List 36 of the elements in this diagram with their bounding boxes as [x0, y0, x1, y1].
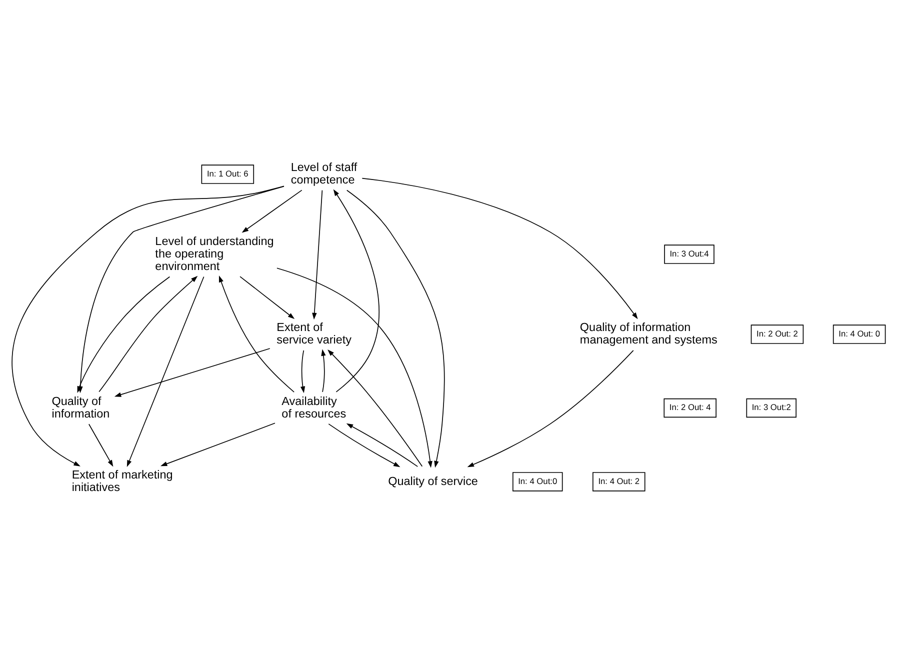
node-box: In: 3 Out:4 — [664, 244, 714, 264]
arrow — [98, 276, 198, 392]
arrow — [242, 190, 302, 233]
arrow — [346, 423, 418, 467]
arrow — [321, 349, 326, 392]
node-text: Level of staff competence — [290, 161, 358, 187]
node-box: In: 2 Out: 2 — [750, 324, 804, 344]
arrow — [328, 424, 400, 468]
node-text: Quality of information — [52, 394, 110, 420]
arrow — [12, 186, 284, 466]
node-text: Extent of service variety — [276, 321, 352, 347]
node-text: Level of understanding the operating environment — [155, 234, 274, 273]
node-box: In: 4 Out: 2 — [592, 472, 646, 492]
arrow — [328, 349, 423, 467]
arrow — [88, 424, 114, 467]
arrow — [312, 190, 323, 320]
arrow — [333, 189, 380, 392]
node-text: Extent of marketing initiatives — [72, 468, 173, 494]
arrow — [160, 422, 276, 466]
arrow — [362, 178, 638, 320]
arrow — [346, 190, 445, 468]
node-box: In: 3 Out:2 — [746, 398, 796, 418]
node-box: In: 4 Out:0 — [512, 472, 563, 492]
arrow — [467, 350, 634, 468]
arrow — [218, 276, 294, 392]
node-text: Quality of information management and systems — [580, 321, 718, 347]
node-text: Quality of service — [388, 474, 478, 488]
node-box: In: 2 Out: 4 — [664, 398, 716, 418]
arrow — [114, 348, 270, 397]
node-text: Availability of resources — [282, 394, 346, 420]
arrow — [126, 276, 204, 467]
node-box: In: 4 Out: 0 — [832, 324, 886, 344]
node-box: In: 1 Out: 6 — [201, 164, 254, 184]
arrow — [276, 268, 432, 468]
arrow — [240, 276, 295, 320]
arrow — [300, 350, 306, 394]
